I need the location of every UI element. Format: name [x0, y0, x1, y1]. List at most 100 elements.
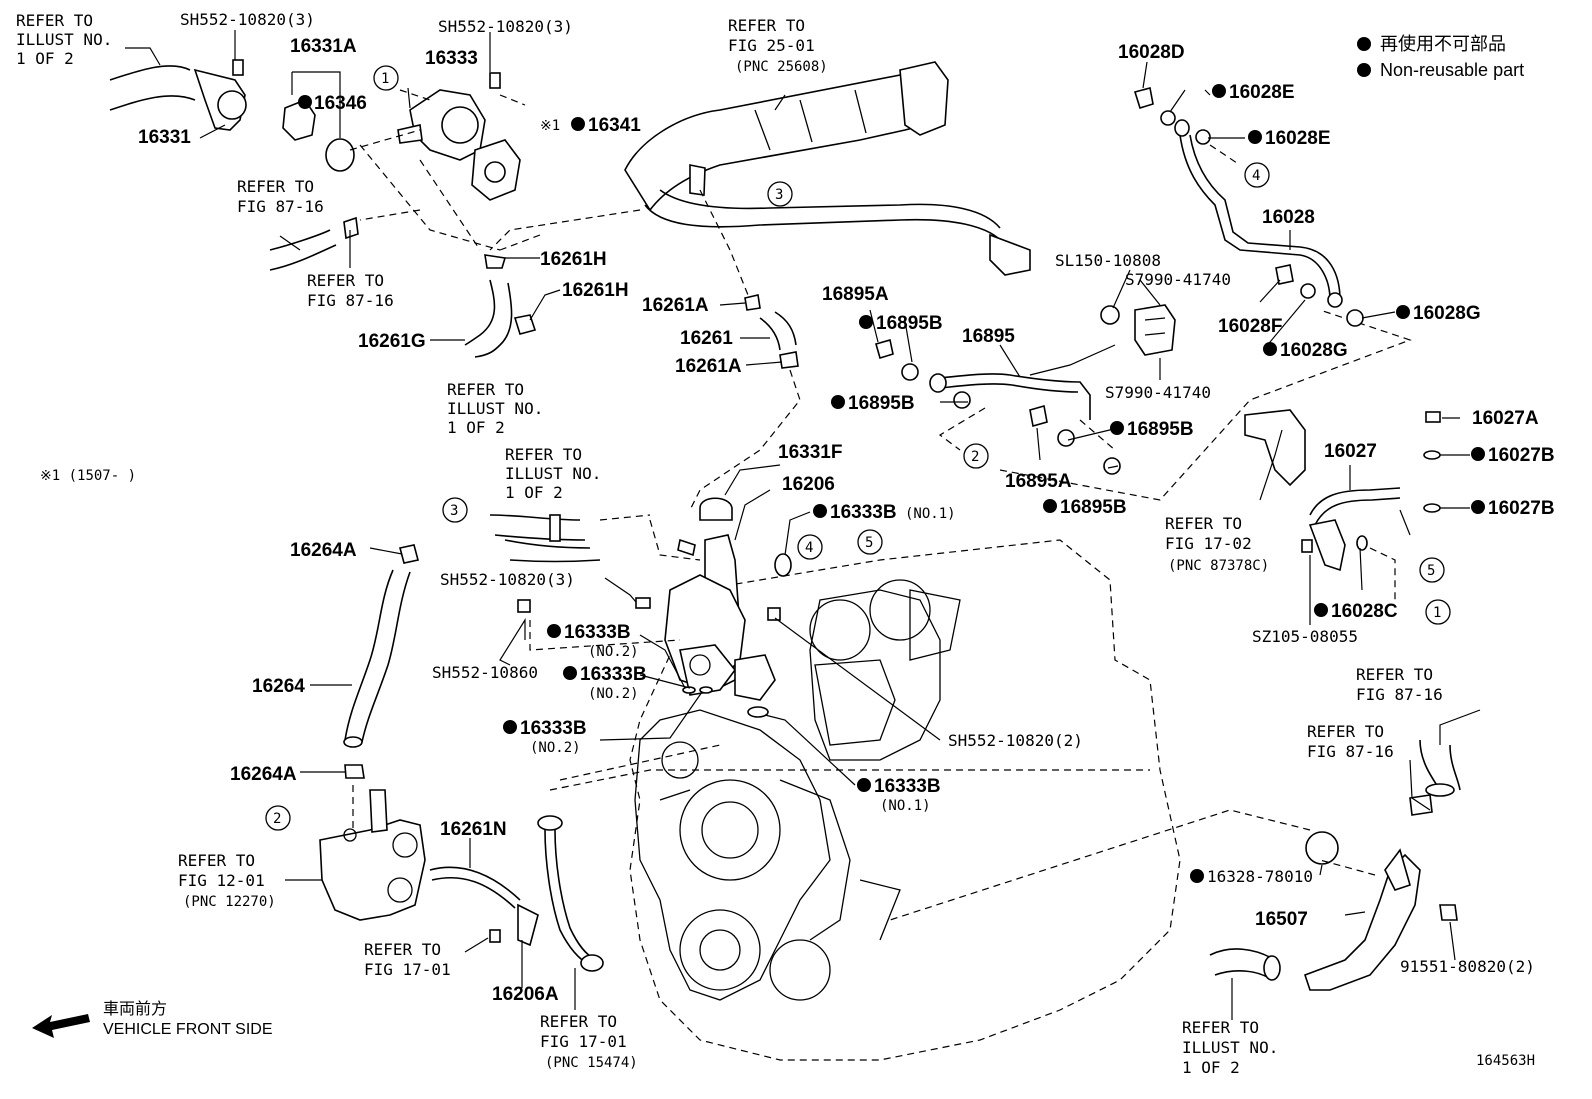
- gasket-ring-icon: [325, 138, 355, 172]
- non-reusable-dot-icon: [1314, 603, 1328, 617]
- part-label: 16264: [252, 676, 305, 697]
- part-label: 16027: [1324, 441, 1377, 462]
- gasket-icon: [953, 391, 971, 409]
- part-label: 16341: [588, 115, 641, 136]
- part-label: 16261H: [540, 249, 607, 270]
- part-label: 16895: [962, 326, 1015, 347]
- ref-label: (PNC 12270): [183, 894, 276, 910]
- non-reusable-dot-icon: [831, 395, 845, 409]
- ref-label: REFER TO: [1165, 514, 1242, 533]
- non-reusable-dot-icon: [547, 624, 561, 638]
- gasket-icon: [1057, 429, 1075, 447]
- part-label: SH552-10820(3): [438, 17, 573, 36]
- non-reusable-dot-icon: [857, 778, 871, 792]
- non-reusable-dot-icon: [1043, 499, 1057, 513]
- part-label: 16895B: [1060, 497, 1127, 518]
- ref-label: FIG 12-01: [178, 871, 265, 890]
- nut-icon: [1100, 305, 1120, 325]
- legend-dot-icon: [1357, 37, 1371, 51]
- pipe-16028: [1133, 87, 1364, 327]
- part-label: 16028E: [1265, 128, 1331, 149]
- union-bolt-icon: [1029, 404, 1048, 428]
- o-ring-icon: [747, 706, 769, 718]
- legend-jp: 再使用不可部品: [1380, 34, 1506, 54]
- callout-1: 1: [381, 71, 389, 87]
- part-label: 16027A: [1472, 408, 1539, 429]
- part-label: 16895B: [876, 313, 943, 334]
- part-label: S7990-41740: [1125, 270, 1231, 289]
- bolt-icon: [489, 929, 501, 943]
- part-label: SH552-10820(3): [440, 570, 575, 589]
- diagram-id: 164563H: [1476, 1053, 1535, 1069]
- bolt-icon: [517, 599, 531, 613]
- ref-label: (PNC 25608): [735, 59, 828, 75]
- clamp-icon: [484, 254, 507, 269]
- ref-label: REFER TO: [307, 271, 384, 290]
- part-label: 16264A: [290, 540, 357, 561]
- water-outlet-16333: [349, 72, 541, 251]
- washer-icon: [1423, 450, 1441, 460]
- ref-illust-line: REFER TO: [16, 11, 93, 30]
- engine-block: [629, 539, 1181, 1061]
- part-label: 16895A: [1005, 471, 1072, 492]
- filler-neck-group: [489, 497, 792, 718]
- clamp-icon: [744, 294, 761, 311]
- part-label: 16028F: [1218, 316, 1282, 337]
- legend-en: Non-reusable part: [1380, 60, 1524, 80]
- ref-label: REFER TO: [447, 380, 524, 399]
- callout-1: 1: [1433, 605, 1441, 621]
- gasket-icon: [1300, 283, 1316, 299]
- part-label: 16331F: [778, 442, 842, 463]
- part-label: 16027B: [1488, 445, 1555, 466]
- part-sub-label: (NO.2): [588, 686, 639, 702]
- non-reusable-dot-icon: [298, 95, 312, 109]
- part-label: 16028C: [1331, 601, 1398, 622]
- gasket-icon: [1356, 535, 1368, 551]
- callout-4: 4: [805, 540, 813, 556]
- part-label: 16333B: [830, 502, 897, 523]
- gasket-icon: [1160, 110, 1176, 126]
- union-bolt-icon: [875, 338, 894, 360]
- legend: 再使用不可部品 Non-reusable part: [1357, 34, 1524, 80]
- part-sub-label: (NO.1): [880, 798, 931, 814]
- bolt-icon: [635, 597, 651, 609]
- ref-label: 1 OF 2: [447, 418, 505, 437]
- o-ring-icon: [1305, 831, 1339, 865]
- hose-16261: [689, 294, 801, 511]
- radiator-cap-16331F: [699, 497, 733, 521]
- part-label: 16261G: [358, 331, 426, 352]
- bolt-icon: [1439, 904, 1458, 921]
- part-label: 16333B: [564, 622, 631, 643]
- ref-label: REFER TO: [364, 940, 441, 959]
- bolt-icon: [767, 607, 781, 621]
- ref-label: ILLUST NO.: [505, 464, 601, 483]
- washer-icon: [1423, 503, 1441, 513]
- callout-4: 4: [1252, 168, 1260, 184]
- part-label: 16028G: [1280, 340, 1348, 361]
- bracket-s7990: [1100, 304, 1176, 356]
- ref-label: 1 OF 2: [505, 483, 563, 502]
- part-label: 91551-80820(2): [1400, 957, 1535, 976]
- non-reusable-dot-icon: [1471, 447, 1485, 461]
- part-label: 16261: [680, 328, 733, 349]
- non-reusable-dot-icon: [503, 720, 517, 734]
- part-label: 16261H: [562, 280, 629, 301]
- non-reusable-dot-icon: [1110, 421, 1124, 435]
- o-ring-icon: [699, 686, 713, 694]
- part-label: 16895B: [1127, 419, 1194, 440]
- ref-label: FIG 17-01: [364, 960, 451, 979]
- footnote: ※1 (1507- ): [40, 468, 136, 484]
- bolt-icon: [1301, 539, 1313, 553]
- ref-label: FIG 87-16: [307, 291, 394, 310]
- part-label: 16028: [1262, 207, 1315, 228]
- non-reusable-dot-icon: [1471, 500, 1485, 514]
- part-label: 16333B: [520, 718, 587, 739]
- part-label: 16206A: [492, 984, 559, 1005]
- ref-label: FIG 17-01: [540, 1032, 627, 1051]
- ref-label: REFER TO: [1307, 722, 1384, 741]
- non-reusable-dot-icon: [563, 666, 577, 680]
- front-jp: 車両前方: [103, 1000, 167, 1018]
- gasket-icon: [1195, 129, 1211, 145]
- part-label: 16206: [782, 474, 835, 495]
